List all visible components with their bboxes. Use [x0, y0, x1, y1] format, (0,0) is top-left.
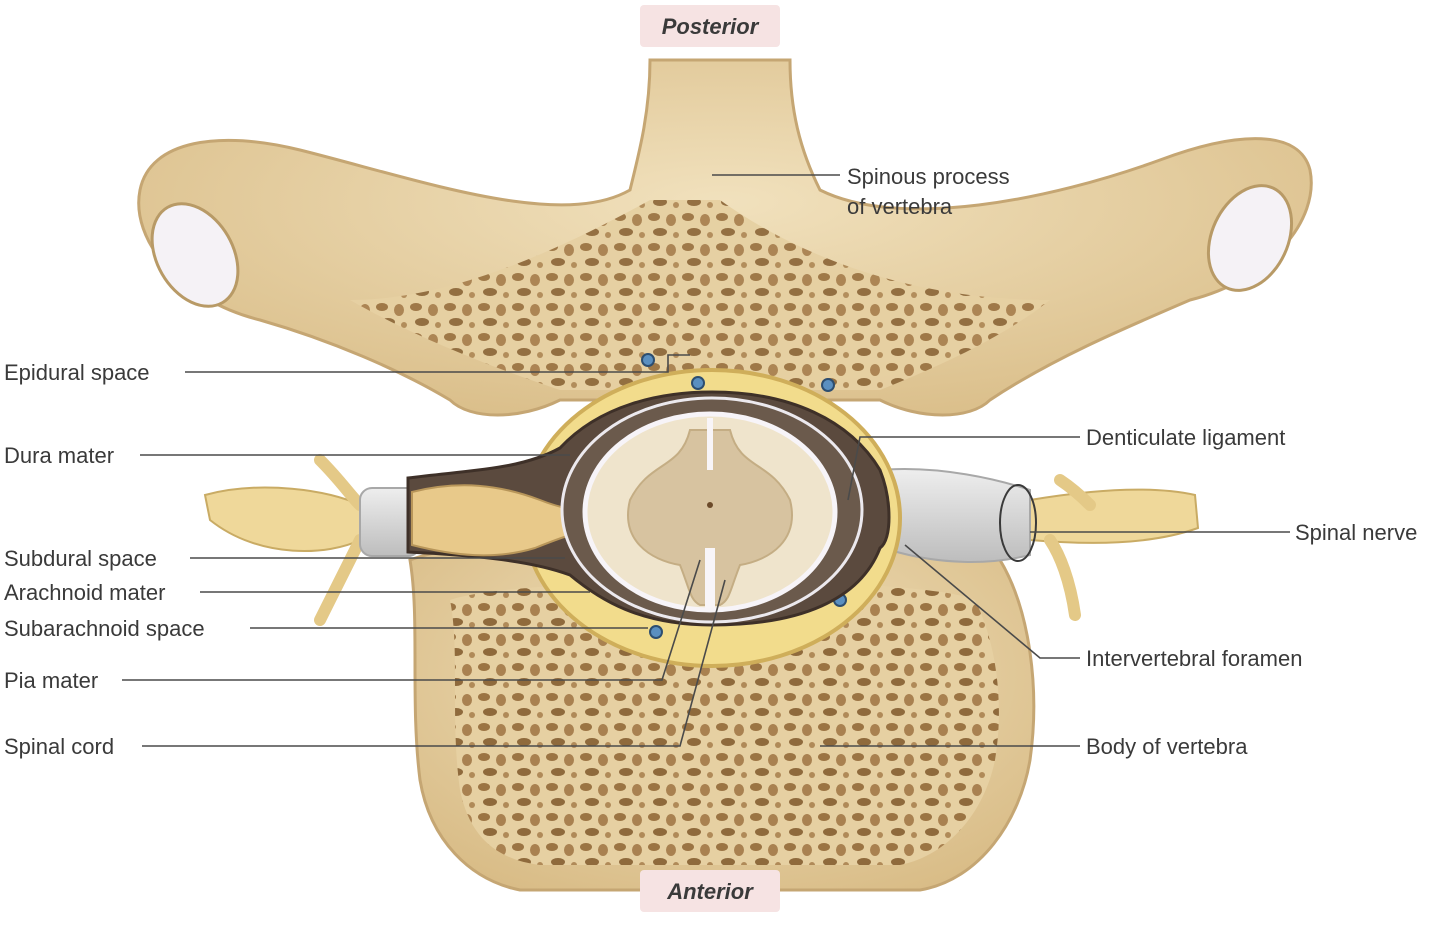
anterior-tag: Anterior — [640, 870, 780, 912]
label-spinous-process-line2: of vertebra — [847, 194, 953, 219]
leader-lines — [122, 174, 1290, 747]
label-subdural-space: Subdural space — [4, 546, 157, 571]
leader-intervertebral-foramen — [904, 544, 1080, 659]
left-articular-facet — [150, 202, 240, 308]
leader-pia-mater — [122, 559, 701, 681]
label-body-of-vertebra: Body of vertebra — [1086, 734, 1248, 759]
epidural-vessel — [691, 376, 705, 390]
leader-epidural-space — [185, 354, 690, 373]
posterior-tag: Posterior — [640, 5, 780, 47]
label-spinal-cord: Spinal cord — [4, 734, 114, 759]
label-subarachnoid-space: Subarachnoid space — [4, 616, 205, 641]
gray-matter — [627, 429, 793, 606]
epidural-vessel — [821, 378, 835, 392]
label-dura-mater: Dura mater — [4, 443, 114, 468]
label-denticulate-ligament: Denticulate ligament — [1086, 425, 1285, 450]
body-spongy-bone — [450, 581, 999, 865]
arch-spongy-bone — [350, 200, 1050, 390]
label-spinal-nerve: Spinal nerve — [1295, 520, 1417, 545]
epidural-vessel — [641, 353, 655, 367]
label-arachnoid-mater: Arachnoid mater — [4, 580, 165, 605]
central-canal — [707, 502, 713, 508]
leader-spinal-cord — [142, 579, 726, 747]
right-articular-facet — [1206, 184, 1294, 292]
label-epidural-space: Epidural space — [4, 360, 150, 385]
left-spinal-nerve — [203, 454, 421, 626]
label-pia-mater: Pia mater — [4, 668, 98, 693]
label-intervertebral-foramen: Intervertebral foramen — [1086, 646, 1302, 671]
right-spinal-nerve — [878, 468, 1200, 621]
labels: Spinous process of vertebra Epidural spa… — [4, 164, 1417, 759]
label-spinous-process-line1: Spinous process — [847, 164, 1010, 189]
epidural-vessel — [649, 625, 663, 639]
vertebra-illustration — [137, 58, 1313, 892]
spinal-cord-section — [582, 411, 838, 613]
posterior-label: Posterior — [662, 14, 760, 39]
leader-denticulate-ligament — [847, 436, 1080, 501]
anterior-label: Anterior — [666, 879, 754, 904]
